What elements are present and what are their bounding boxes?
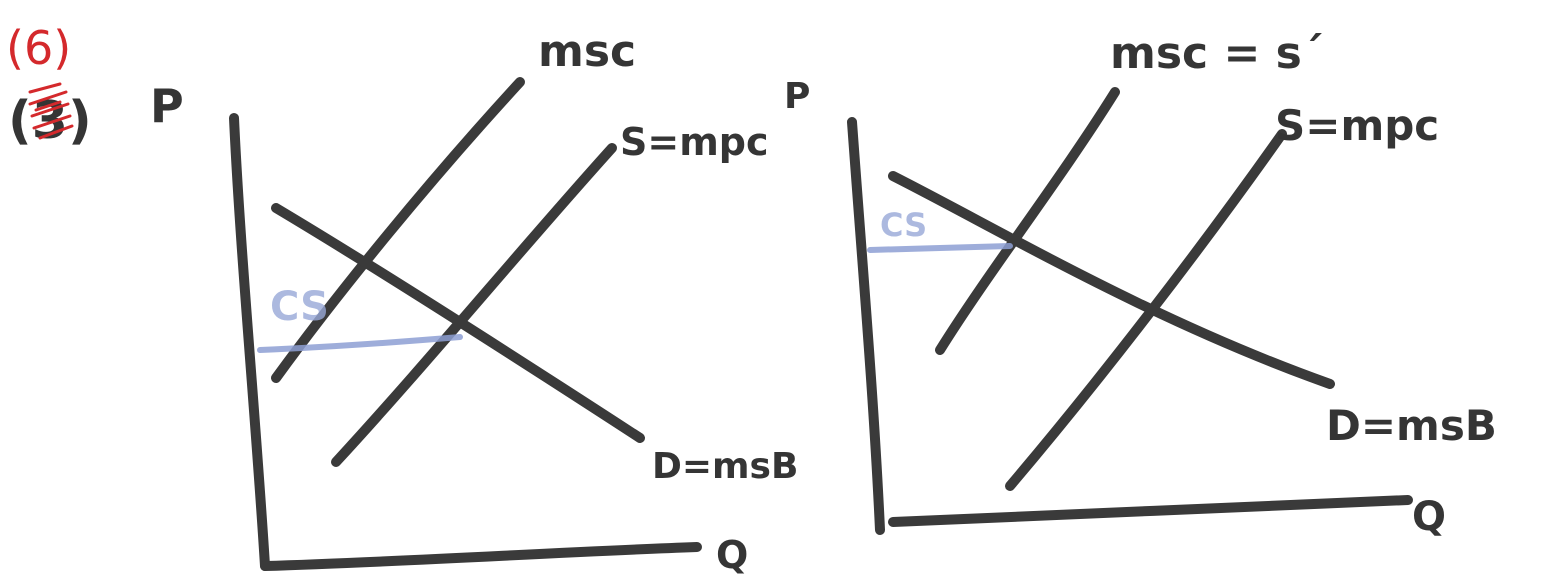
right-cs-label: CS	[880, 206, 927, 244]
left-demand-label: D=msB	[652, 446, 798, 487]
right-supply-label: S=mpc	[1275, 101, 1439, 150]
scribble-strikeout	[28, 82, 74, 140]
left-supply-label: S=mpc	[620, 120, 769, 164]
crossed-out-number: (3)	[8, 91, 92, 151]
right-cs-baseline	[867, 243, 1013, 253]
question-marker: (6) (3)	[6, 21, 92, 151]
axis-label-p: P	[150, 79, 184, 133]
left-quantity-axis	[260, 542, 702, 571]
left-demand-curve	[271, 203, 645, 443]
left-msc-curve	[271, 77, 525, 383]
right-msc-curve	[935, 87, 1120, 355]
left-price-axis	[229, 113, 270, 571]
left-supply-curve	[331, 143, 617, 467]
right-price-axis	[847, 117, 885, 535]
left-graph: CS msc S=mpc P D=msB Q	[229, 26, 810, 577]
right-q-label: Q	[1412, 494, 1446, 540]
left-q-label: Q	[716, 533, 748, 577]
right-demand-curve	[888, 171, 1335, 389]
right-msc-label: msc = s´	[1110, 28, 1324, 79]
question-number: (6)	[6, 21, 71, 75]
left-msc-label: msc	[538, 26, 636, 77]
left-cs-label: CS	[270, 284, 329, 330]
right-graph: CS msc = s´ S=mpc D=msB Q	[847, 28, 1497, 540]
right-supply-curve	[1005, 129, 1287, 491]
right-demand-label: D=msB	[1326, 401, 1497, 450]
left-cs-baseline	[257, 334, 463, 353]
left-supply-superscript: P	[784, 76, 810, 117]
right-quantity-axis	[888, 495, 1413, 527]
